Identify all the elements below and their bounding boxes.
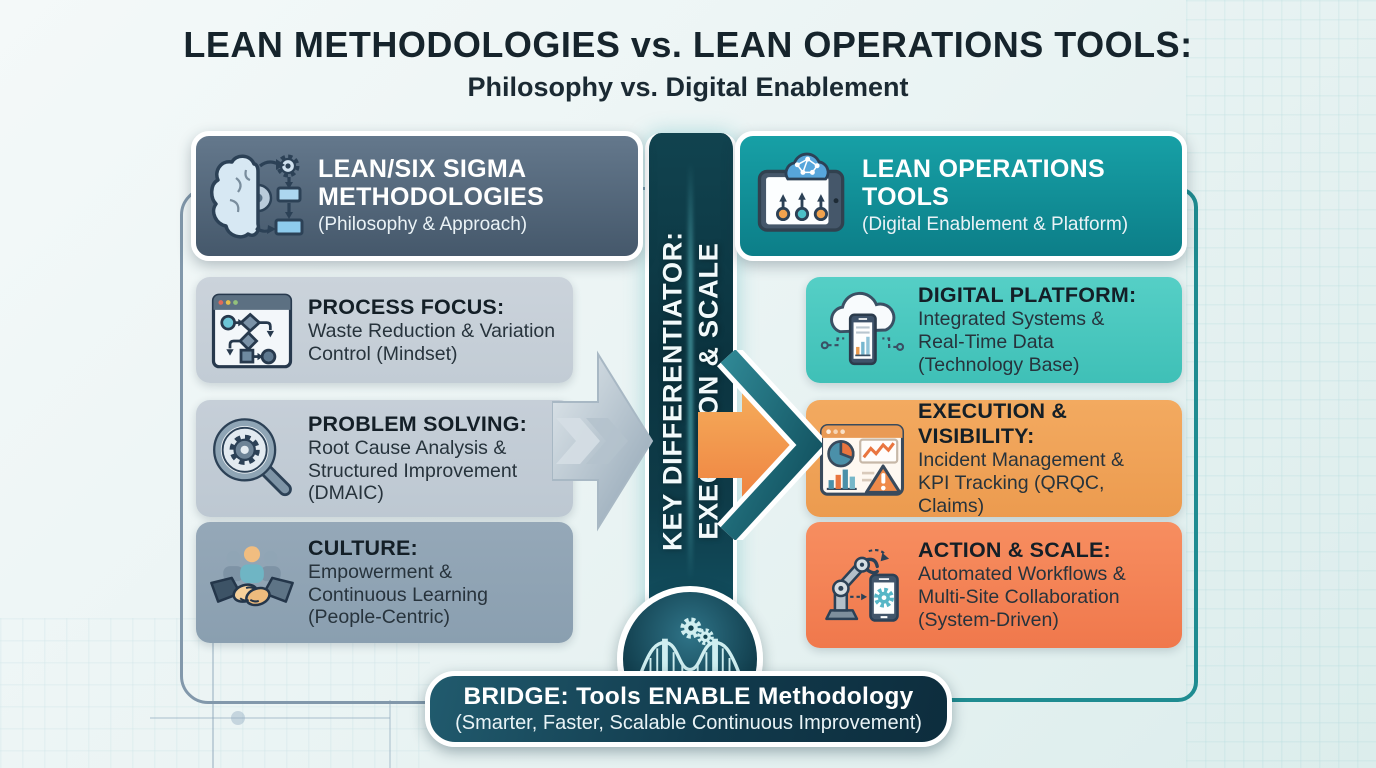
right-header-box: LEAN OPERATIONS TOOLS (Digital Enablemen… <box>735 131 1187 261</box>
left-item-culture: CULTURE: Empowerment & Continuous Learni… <box>196 522 573 643</box>
item-body: Automated Workflows & Multi-Site Collabo… <box>918 563 1126 631</box>
left-header-title: LEAN/SIX SIGMA METHODOLOGIES <box>318 155 545 211</box>
dashboard-alert-icon <box>819 423 905 496</box>
item-body: Empowerment & Continuous Learning (Peopl… <box>308 560 488 629</box>
bridge-banner-line1: BRIDGE: Tools ENABLE Methodology <box>463 683 914 710</box>
bridge-banner-line2: (Smarter, Faster, Scalable Continuous Im… <box>455 712 922 734</box>
page-title: LEAN METHODOLOGIES vs. LEAN OPERATIONS T… <box>0 24 1376 103</box>
magnifier-gear-icon <box>213 417 292 496</box>
flowchart-window-icon <box>211 293 293 369</box>
item-title: DIGITAL PLATFORM: <box>918 283 1137 308</box>
left-to-center-arrow <box>552 350 654 532</box>
left-header-text: LEAN/SIX SIGMA METHODOLOGIES (Philosophy… <box>318 155 545 236</box>
left-item-process-focus: PROCESS FOCUS: Waste Reduction & Variati… <box>196 277 573 383</box>
center-to-right-arrow <box>698 350 822 540</box>
right-item-execution-visibility: EXECUTION & VISIBILITY: Incident Managem… <box>806 399 1182 517</box>
background-decoration-lines <box>150 640 391 768</box>
left-header-subtitle: (Philosophy & Approach) <box>318 214 528 235</box>
item-body: Root Cause Analysis & Structured Improve… <box>308 436 518 505</box>
item-title: CULTURE: <box>308 535 418 560</box>
right-item-action-scale: ACTION & SCALE: Automated Workflows & Mu… <box>806 522 1182 648</box>
item-body: Waste Reduction & Variation Control (Min… <box>308 319 556 365</box>
brain-gear-flowchart-icon <box>210 154 304 239</box>
handshake-people-icon <box>210 545 294 606</box>
robot-arm-phone-icon <box>825 549 899 622</box>
tablet-cloud-network-icon <box>757 152 845 232</box>
item-title: PROBLEM SOLVING: <box>308 411 527 436</box>
item-body: Incident Management & KPI Tracking (QRQC… <box>918 449 1124 517</box>
item-title: ACTION & SCALE: <box>918 538 1111 563</box>
item-title: PROCESS FOCUS: <box>308 294 505 319</box>
title-line2: Philosophy vs. Digital Enablement <box>467 72 909 102</box>
item-body: Integrated Systems & Real-Time Data (Tec… <box>918 308 1105 376</box>
bridge-banner: BRIDGE: Tools ENABLE Methodology (Smarte… <box>425 671 952 747</box>
left-header-box: LEAN/SIX SIGMA METHODOLOGIES (Philosophy… <box>191 131 643 261</box>
left-item-problem-solving: PROBLEM SOLVING: Root Cause Analysis & S… <box>196 400 573 517</box>
right-header-subtitle: (Digital Enablement & Platform) <box>862 214 1129 235</box>
title-line1: LEAN METHODOLOGIES vs. LEAN OPERATIONS T… <box>183 24 1193 65</box>
background-grid-right <box>1186 0 1376 768</box>
cloud-device-chart-icon <box>820 291 905 366</box>
right-item-digital-platform: DIGITAL PLATFORM: Integrated Systems & R… <box>806 277 1182 383</box>
item-title: EXECUTION & VISIBILITY: <box>918 399 1068 449</box>
right-header-text: LEAN OPERATIONS TOOLS (Digital Enablemen… <box>862 155 1129 236</box>
background-grid-bottom-left <box>0 618 430 768</box>
right-header-title: LEAN OPERATIONS TOOLS <box>862 155 1105 211</box>
